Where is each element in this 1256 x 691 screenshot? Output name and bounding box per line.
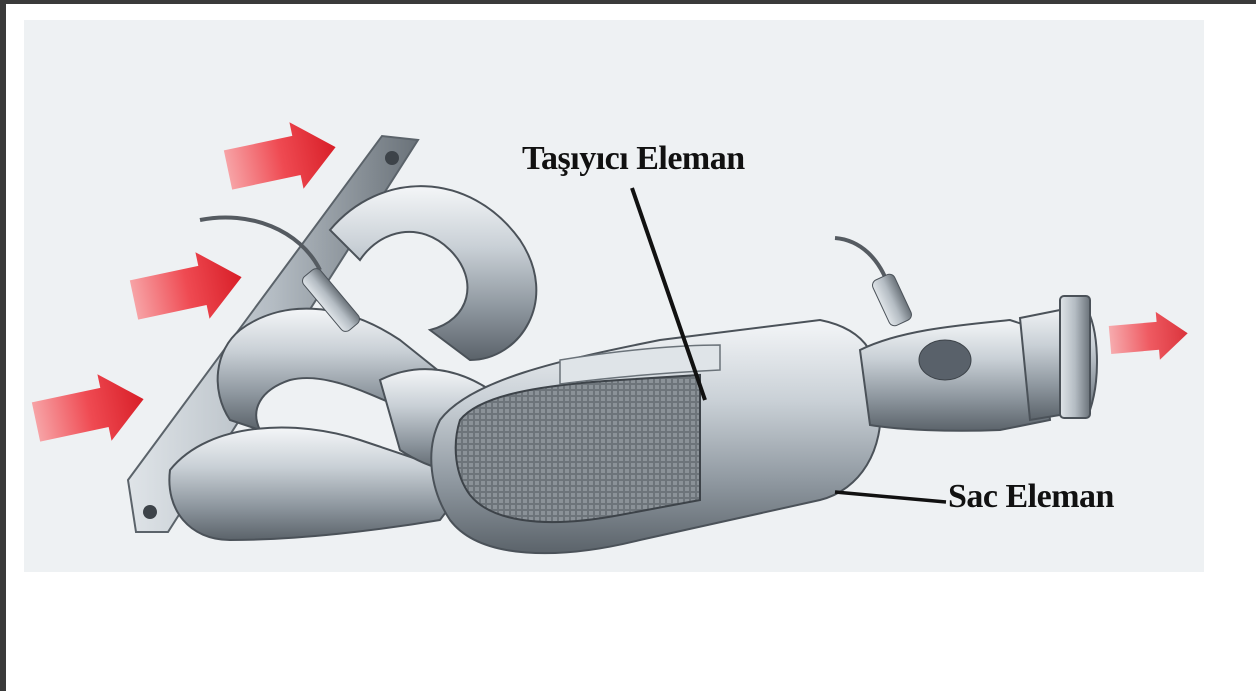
flange-bolt-hole (385, 151, 399, 165)
flange-bolt-hole (143, 505, 157, 519)
label-sheet-metal-element: Sac Eleman (948, 478, 1114, 516)
leader-line-shell (835, 492, 946, 502)
oxygen-sensor-rear (871, 272, 914, 327)
inlet-arrow-middle (127, 244, 249, 333)
label-carrier-element: Taşıyıcı Eleman (522, 140, 745, 178)
outlet-flange (1060, 296, 1090, 418)
rear-sensor-port (919, 340, 971, 380)
outlet-arrow (1108, 309, 1190, 364)
inlet-arrow-bottom (29, 366, 151, 455)
inlet-arrow-top (221, 114, 343, 203)
